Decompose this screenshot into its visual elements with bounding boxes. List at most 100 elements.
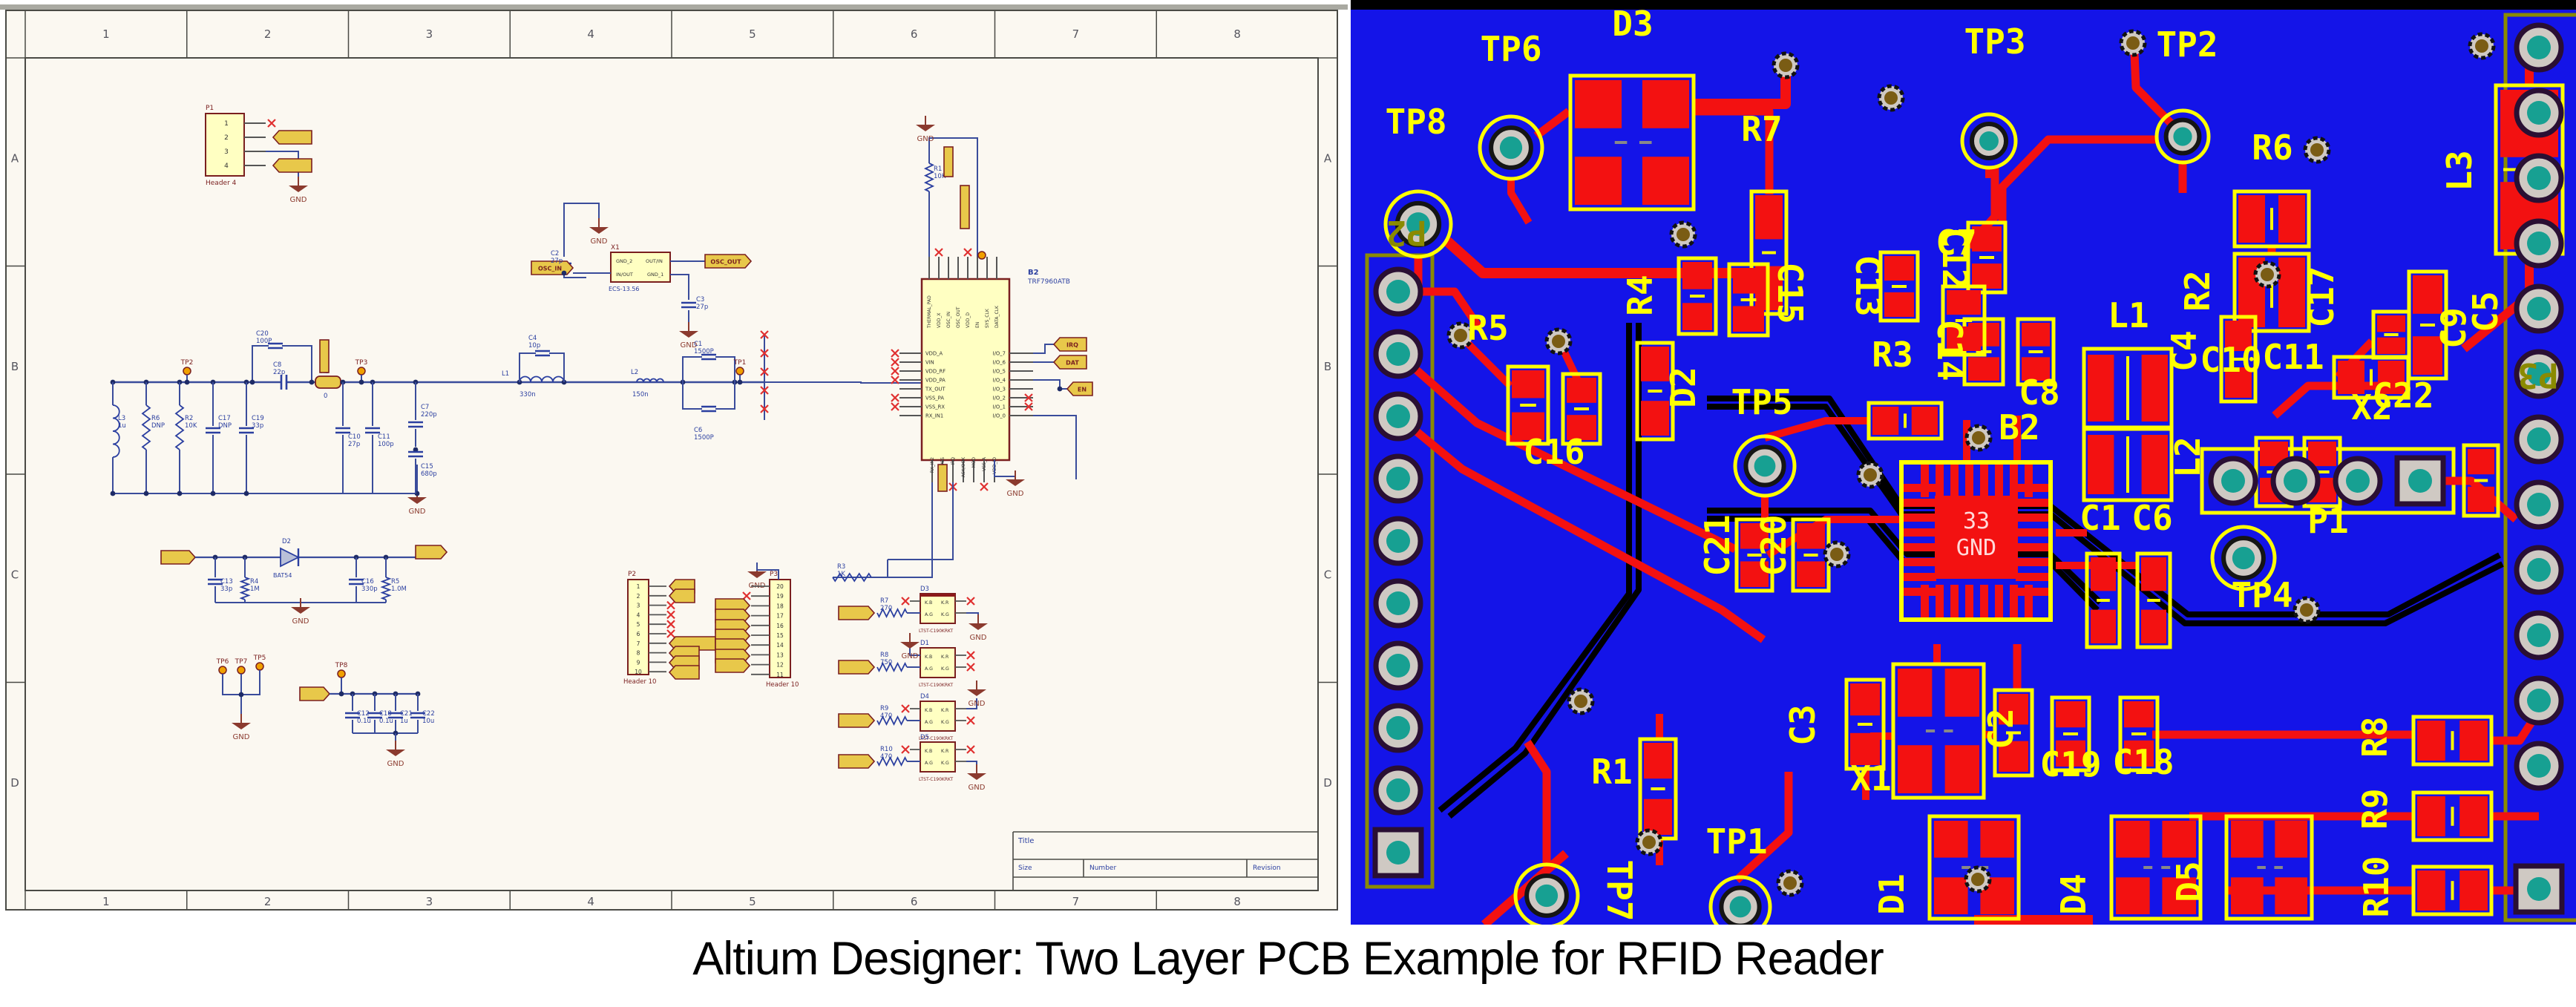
- via: [1856, 461, 1884, 489]
- port-DAT: [1052, 355, 1087, 370]
- led-pin: K.B: [925, 600, 932, 606]
- pad: [1850, 732, 1880, 765]
- through-hole-pad: [1373, 578, 1423, 629]
- x1-ref: X1: [611, 244, 620, 252]
- pad: [1947, 326, 1981, 351]
- no-erc-mark: [966, 716, 975, 725]
- port-blank: [272, 158, 312, 173]
- pcb-label-TP2: TP2: [2156, 24, 2218, 65]
- pcb-label-D5: D5: [2169, 861, 2209, 902]
- pad: [1797, 561, 1825, 587]
- pcb-component-X2c: [2332, 355, 2411, 400]
- pad: [2417, 796, 2445, 836]
- pcb-label-R4: R4: [1620, 275, 1660, 315]
- pcb-label-C12: C12: [1935, 227, 1975, 289]
- pcb-trace-15: [1459, 335, 1513, 389]
- wire: [549, 352, 565, 382]
- tp-ring: [2154, 108, 2211, 165]
- ic-pad: [1904, 484, 1936, 492]
- pad: [1642, 80, 1689, 128]
- pcb-label-L3: L3: [2439, 150, 2480, 191]
- p1-pin-1: 1: [224, 120, 229, 128]
- x1-part: ECS-13.56: [609, 286, 640, 292]
- sch-tp-TP8: TP8: [335, 662, 348, 669]
- no-erc-mark: [760, 404, 769, 413]
- through-hole-pad: [1372, 827, 1424, 879]
- pad: [1898, 745, 1933, 793]
- pcb-label-C15: C15: [1770, 262, 1810, 324]
- footprint-outline: [2050, 695, 2091, 773]
- ic-pin-IRQ: IRQ: [951, 457, 956, 465]
- port-blank: [299, 686, 331, 701]
- footprint-outline: [1568, 73, 1696, 211]
- pcb-component-C16a: [1506, 364, 1550, 446]
- pad-hole: [2527, 166, 2551, 190]
- diode-d2: [280, 547, 301, 568]
- gnd-symbol: GND: [289, 177, 308, 204]
- pcb-component-D5: [2224, 814, 2314, 921]
- resistor: [380, 577, 392, 600]
- pad: [2141, 355, 2168, 422]
- led-part: LTST-C190KRKT: [919, 777, 953, 782]
- resistor: [876, 755, 908, 767]
- pad: [1884, 256, 1914, 281]
- pad: [2091, 609, 2116, 643]
- pad: [1567, 378, 1596, 403]
- junction: [238, 692, 244, 698]
- ref-C17: C17: [218, 415, 231, 422]
- wire: [1033, 344, 1054, 354]
- ic-pad: [1904, 573, 1936, 581]
- junction: [358, 379, 364, 385]
- wire: [756, 562, 779, 580]
- tp-ring: [1708, 875, 1772, 925]
- val-D2: BAT54: [273, 572, 292, 579]
- led-pin: K.G: [941, 612, 949, 617]
- pcb-label-C4: C4: [2164, 330, 2204, 371]
- p1-pin-2: 2: [224, 134, 229, 142]
- via: [1776, 869, 1804, 897]
- x2-val: 0: [324, 393, 327, 400]
- ic-pad: [2016, 573, 2048, 581]
- through-hole-pad: [2514, 675, 2564, 726]
- pcb-label-C9: C9: [2434, 307, 2474, 348]
- led-pin: K.G: [941, 720, 949, 725]
- ref-C1: C1: [694, 341, 702, 348]
- testpoint-TP2: [2154, 108, 2211, 165]
- pcb-label-C22: C22: [2372, 375, 2434, 416]
- pad: [2056, 740, 2085, 767]
- junction: [413, 447, 419, 453]
- ref-C4: C4: [528, 335, 537, 342]
- p3-pin-11: 11: [776, 672, 784, 678]
- ic-pin-TX_OUT: TX_OUT: [925, 387, 946, 393]
- footprint-outline: [2224, 814, 2314, 921]
- pcb-component-L2: [2082, 427, 2174, 502]
- ic-pin-I/O_3: I/O_3: [993, 387, 1006, 393]
- no-erc-mark: [891, 349, 899, 358]
- gnd-label: GND: [233, 733, 250, 741]
- pad: [2468, 486, 2494, 512]
- ic-pin-VSS_PA: VSS_PA: [925, 396, 944, 401]
- pad-hole: [2527, 427, 2551, 451]
- port-IRQ: [1052, 337, 1087, 352]
- through-hole-pad: [2514, 741, 2564, 791]
- pcb-component-D2c: [1635, 341, 1675, 442]
- wire: [670, 274, 689, 300]
- via: [1823, 540, 1851, 568]
- pcb-label-C8: C8: [2019, 373, 2059, 413]
- port-label-OSC_IN: OSC_IN: [538, 266, 562, 272]
- through-hole-pad: [2514, 349, 2564, 399]
- through-hole-pad: [2514, 610, 2564, 660]
- ic-pad: [2016, 499, 2048, 507]
- pcb-label-TP4: TP4: [2231, 575, 2292, 615]
- ic-pin-VDD_RF: VDD_RF: [925, 369, 945, 375]
- val-R3: 1K: [837, 571, 845, 578]
- sch-tp-TP7: TP7: [235, 658, 248, 666]
- no-erc-mark: [891, 367, 899, 375]
- tp-dot-TP8: [337, 669, 346, 678]
- ic-pad: [1904, 543, 1936, 551]
- ic-pin-VDD_X: VDD_X: [937, 313, 942, 328]
